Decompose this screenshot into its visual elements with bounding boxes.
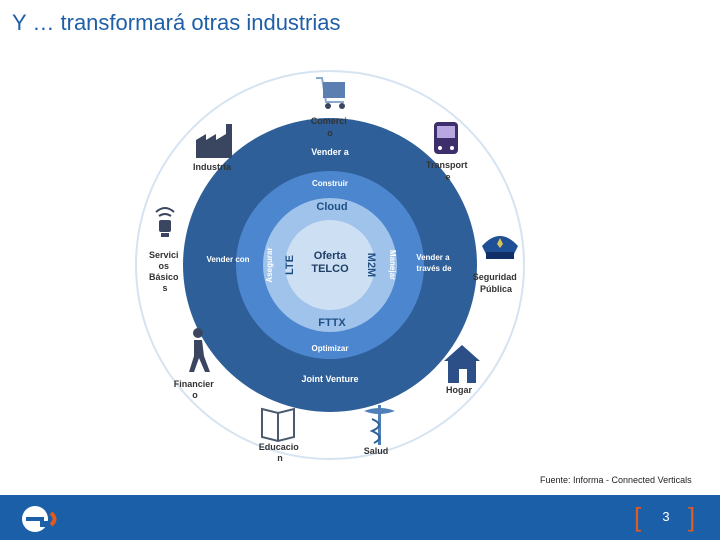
sector-label-financiero: Financier o (174, 379, 217, 400)
page-bracket-open: [ (634, 502, 642, 532)
sector-label-line: Transport (426, 160, 468, 170)
center-label-1: Oferta (314, 250, 347, 262)
sector-label-line: Financier (174, 379, 215, 389)
house-icon (444, 345, 480, 383)
footer-bar (0, 495, 720, 540)
shopping-cart-icon (316, 77, 345, 109)
ring-center (285, 220, 375, 310)
light-bulb-icon (155, 207, 175, 237)
outer-label-top: Vender a (311, 147, 350, 157)
police-cap-icon (482, 236, 518, 259)
sector-label-line: n (277, 453, 283, 463)
sector-label-line: Básico (149, 272, 179, 282)
sector-label-line: o (192, 390, 198, 400)
outer-label-right: Vender a través de (416, 253, 452, 273)
bus-icon (434, 122, 458, 154)
inner-label-left: LTE (284, 255, 296, 275)
sector-label-line: Educacio (259, 442, 300, 452)
middle-label-left: Asegurar (265, 247, 274, 282)
sector-label-industria: Industria (193, 162, 232, 172)
sector-label-educacion: Educacio n (259, 442, 302, 463)
sector-label-line: Salud (364, 446, 389, 456)
industry-transformation-diagram: Vender a Vender con Vender a través de J… (135, 70, 525, 463)
sector-label-servicios: Servici os Básico s (149, 250, 181, 293)
middle-label-bottom: Optimizar (312, 344, 349, 353)
inner-label-right: M2M (365, 253, 377, 277)
source-note: Fuente: Informa - Connected Verticals (540, 475, 692, 485)
sector-label-line: Hogar (446, 385, 473, 395)
center-label-2: TELCO (311, 263, 349, 275)
sector-label-line: e (445, 172, 450, 182)
inner-label-bottom: FTTX (318, 317, 346, 329)
middle-label-right: Manejar (388, 250, 397, 280)
outer-thin-circle (135, 70, 525, 460)
page-number: 3 (662, 509, 670, 524)
page-indicator: [ 3 ] (628, 502, 708, 532)
outer-label-left-1: Vender con (206, 255, 249, 264)
sector-label-hogar: Hogar (446, 385, 473, 395)
page-bracket-close: ] (688, 502, 696, 532)
sector-label-line: Seguridad (473, 272, 517, 282)
sector-label-line: Servici (149, 250, 179, 260)
sector-label-salud: Salud (364, 446, 389, 456)
outer-label-right-line: través de (416, 264, 452, 273)
sector-label-line: o (327, 128, 333, 138)
outer-label-bottom: Joint Venture (301, 374, 358, 384)
brand-logo (22, 506, 57, 532)
sector-label-line: Comerci (311, 116, 347, 126)
inner-label-top: Cloud (316, 201, 347, 213)
book-icon (261, 407, 295, 443)
factory-icon (196, 124, 232, 158)
sector-label-line: Industria (193, 162, 232, 172)
sector-label-comercio: Comerci o (311, 116, 350, 138)
sector-label-transporte: Transport e (426, 160, 470, 182)
sector-label-line: Pública (480, 284, 513, 294)
middle-label-top: Construir (312, 179, 348, 188)
slide-title: Y … transformará otras industrias (12, 10, 341, 35)
caduceus-icon (364, 405, 395, 445)
sector-label-line: os (158, 261, 169, 271)
sector-label-line: s (162, 283, 167, 293)
walking-person-icon (189, 328, 210, 372)
sector-label-seguridad: Seguridad Pública (473, 272, 520, 294)
outer-label-right-line: Vender a (416, 253, 450, 262)
